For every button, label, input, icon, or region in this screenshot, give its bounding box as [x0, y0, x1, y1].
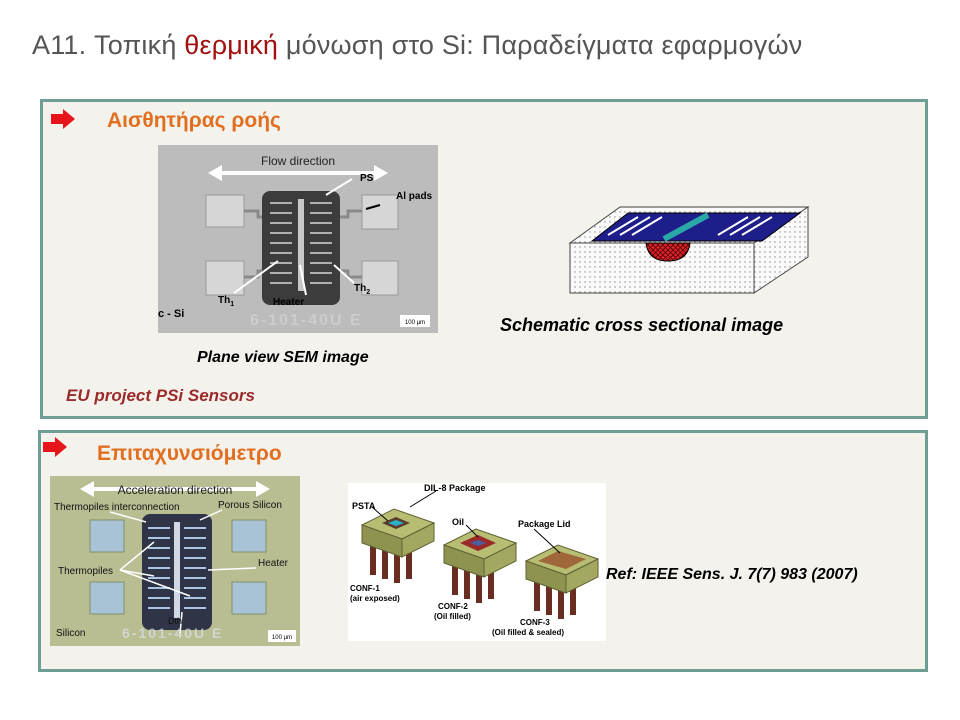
- package-lid-label: Package Lid: [518, 519, 571, 529]
- oil-label: Oil: [452, 517, 464, 527]
- title-highlight: θερμική: [184, 30, 279, 60]
- scale-bar-label: 100 µm: [405, 320, 425, 326]
- chip-id-label: 6-101-40U E: [250, 312, 363, 329]
- conf2-desc: (Oil filled): [434, 612, 471, 621]
- th1-label: Th1: [218, 295, 234, 308]
- chip-id-label: 6-101-40U E: [122, 625, 223, 641]
- project-label: EU project PSi Sensors: [66, 386, 255, 405]
- conf3-desc: (Oil filled & sealed): [492, 628, 564, 637]
- arrow-bullet-icon: [43, 437, 67, 457]
- conf3-label: CONF-3: [520, 618, 550, 627]
- scale-bar-label: 100 µm: [272, 635, 292, 641]
- schematic-caption: Schematic cross sectional image: [500, 315, 784, 335]
- csi-label: c - Si: [158, 308, 184, 320]
- accelerometer-heading: Επιταχυνσιόμετρο: [97, 442, 282, 465]
- flow-direction-label: Flow direction: [261, 154, 335, 168]
- schematic-cross-section: [568, 206, 810, 294]
- arrow-bullet-icon: [51, 109, 75, 129]
- sem-caption: Plane view SEM image: [197, 349, 369, 366]
- accelerometer-sem-image: Acceleration direction Thermopiles inter…: [50, 476, 300, 646]
- conf2-label: CONF-2: [438, 602, 468, 611]
- conf1-desc: (air exposed): [350, 594, 400, 603]
- al-pads-label: Al pads: [396, 191, 433, 202]
- slide-title: A11. Τοπική θερμική μόνωση στο Si: Παραδ…: [32, 28, 912, 62]
- dil8-label: DIL-8 Package: [424, 483, 486, 493]
- ps-label: PS: [360, 173, 374, 184]
- conf1-label: CONF-1: [350, 584, 380, 593]
- reference-citation: Ref: IEEE Sens. J. 7(7) 983 (2007): [606, 566, 858, 583]
- psta-label: PSTA: [352, 501, 376, 511]
- heater-label: Heater: [258, 558, 289, 569]
- th2-label: Th2: [354, 283, 370, 296]
- thermopiles-label: Thermopiles: [58, 566, 113, 577]
- heater-label: Heater: [273, 297, 304, 308]
- title-prefix: A11. Τοπική: [32, 30, 185, 60]
- package-configurations-image: DIL-8 Package PSTA Oil Package Lid CONF-…: [348, 483, 606, 641]
- thermopiles-interconnection-label: Thermopiles interconnection: [54, 502, 180, 513]
- silicon-label: Silicon: [56, 628, 85, 639]
- acceleration-direction-label: Acceleration direction: [118, 483, 233, 497]
- title-suffix: μόνωση στο Si: Παραδείγματα εφαρμογών: [278, 30, 803, 60]
- flow-sensor-sem-image: Flow direction PS Al pads Th1 Heater Th2…: [158, 145, 438, 333]
- flow-sensor-heading: Αισθητήρας ροής: [107, 109, 281, 132]
- porous-silicon-label: Porous Silicon: [218, 500, 282, 511]
- dth-label: Dth: [168, 616, 182, 626]
